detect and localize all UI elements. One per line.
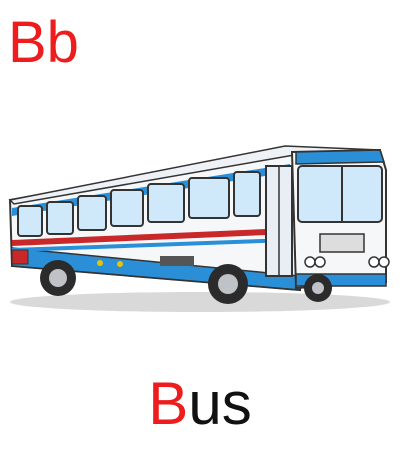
bus-icon xyxy=(8,145,390,312)
word-first-letter: B xyxy=(148,370,189,437)
bus-illustration xyxy=(0,130,400,320)
letter-pair-text: Bb xyxy=(8,10,79,75)
word-rest: us xyxy=(188,370,252,437)
letter-pair: Bb xyxy=(8,14,79,72)
vocabulary-word: Bus xyxy=(0,374,400,434)
